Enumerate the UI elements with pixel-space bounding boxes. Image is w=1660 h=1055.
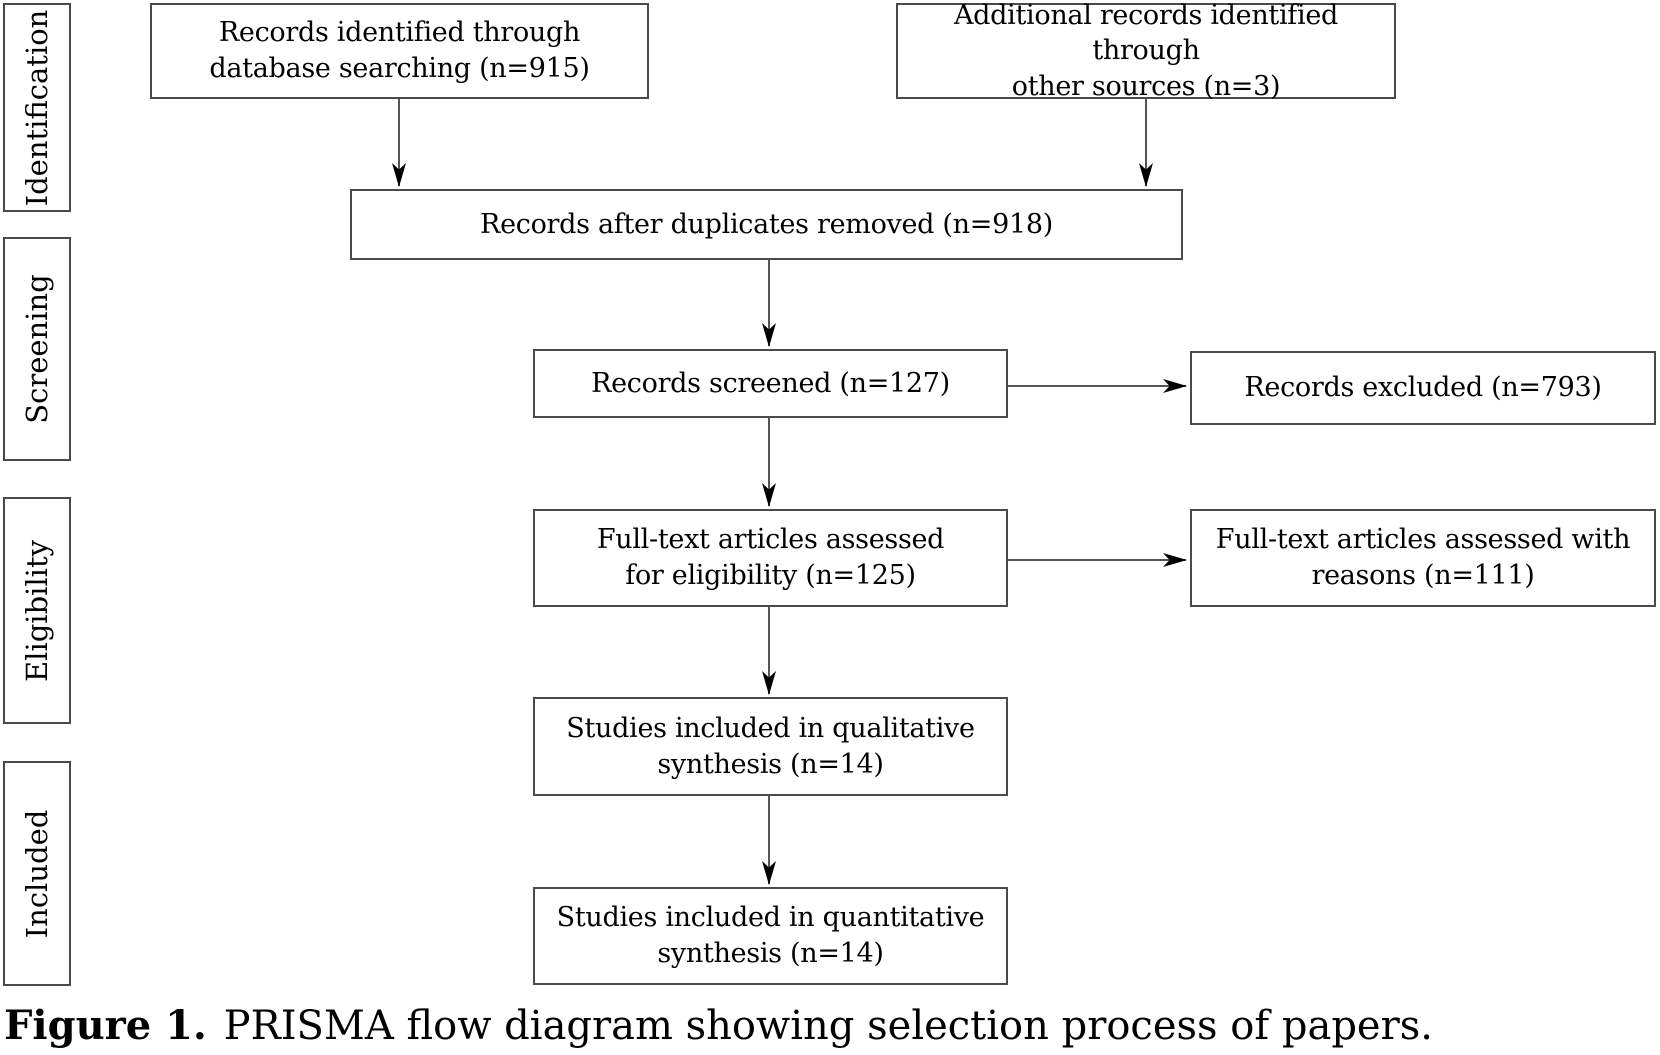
node-records-excluded: Records excluded (n=793) — [1190, 351, 1656, 425]
stage-label-included: Included — [20, 809, 54, 938]
figure-caption-label: Figure 1. — [4, 1002, 207, 1049]
stage-label-eligibility: Eligibility — [20, 539, 54, 682]
node-additional-records: Additional records identified through ot… — [896, 0, 1396, 102]
node-qualitative-synthesis: Studies included in qualitative synthesi… — [533, 697, 1008, 796]
stage-box-identification: Identification — [3, 3, 71, 212]
node-quantitative-synthesis: Studies included in quantitative synthes… — [533, 887, 1008, 985]
node-records-screened: Records screened (n=127) — [533, 349, 1008, 418]
node-fulltext-excluded: Full-text articles assessed with reasons… — [1190, 509, 1656, 607]
node-fulltext-assessed: Full-text articles assessed for eligibil… — [533, 509, 1008, 607]
figure-caption-text: PRISMA flow diagram showing selection pr… — [223, 1003, 1433, 1049]
node-duplicates-removed: Records after duplicates removed (n=918) — [350, 189, 1183, 260]
stage-box-included: Included — [3, 761, 71, 986]
figure-caption: Figure 1. PRISMA flow diagram showing sel… — [4, 1002, 1433, 1049]
stage-label-identification: Identification — [20, 9, 54, 206]
node-records-identified: Records identified through database sear… — [150, 3, 649, 99]
stage-box-screening: Screening — [3, 237, 71, 461]
stage-label-screening: Screening — [20, 274, 54, 424]
stage-box-eligibility: Eligibility — [3, 497, 71, 724]
